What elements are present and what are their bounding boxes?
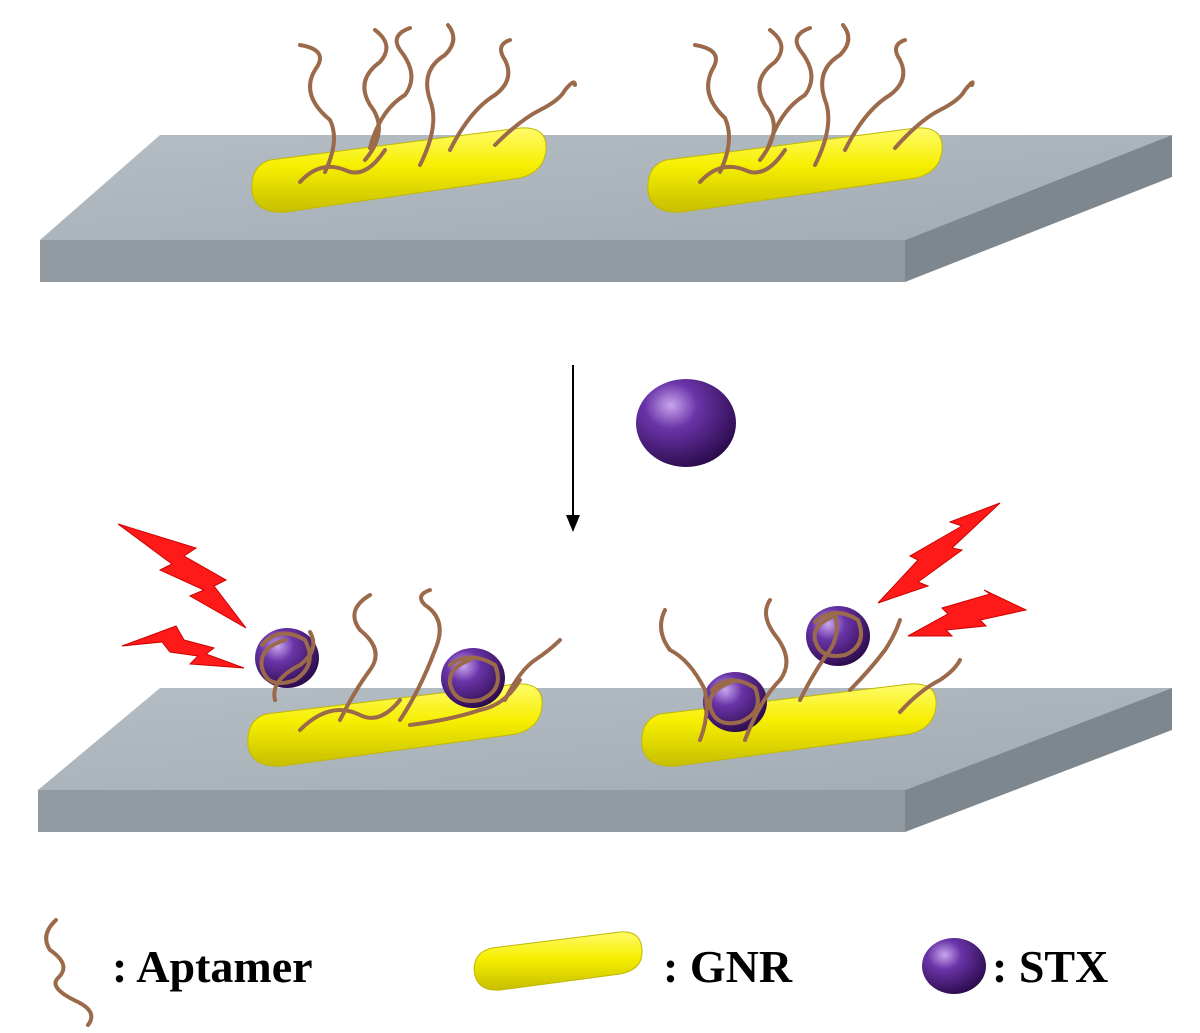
aptamer-strand (272, 630, 316, 702)
gnr-bottom-right (641, 683, 937, 767)
aptamer-strand (707, 678, 760, 726)
aptamer-strand (338, 593, 378, 722)
aptamer-strand (259, 631, 312, 685)
aptamer-strand (659, 608, 709, 742)
stx-molecule-free (636, 379, 736, 467)
reaction-arrow (566, 365, 580, 532)
stx-icon (922, 938, 986, 994)
aptamer-strand (493, 80, 577, 147)
aptamer-strand (812, 611, 863, 658)
legend: : Aptamer : GNR : STX (44, 918, 1108, 1027)
substrate-bottom (38, 688, 1172, 832)
gnr-top-right (647, 127, 943, 213)
aptamer-icon (44, 918, 94, 1027)
aptamer-strand (813, 23, 851, 167)
lightning-bolt-icon (907, 589, 1028, 637)
aptamer-strand (448, 38, 512, 152)
substrate-top-front (40, 240, 905, 282)
signal-bolts (117, 502, 1028, 669)
legend-stx: : STX (922, 938, 1108, 994)
substrate-top-side (905, 135, 1172, 282)
aptamer-strand (848, 618, 902, 692)
aptamers-top-right (693, 23, 975, 184)
aptamer-strand (362, 28, 389, 162)
aptamer-strand (893, 80, 975, 150)
substrate-top (40, 135, 1172, 282)
legend-aptamer-label: : Aptamer (112, 941, 313, 992)
gnr-icon (473, 931, 643, 991)
lightning-bolt-icon (121, 625, 245, 669)
aptamer-strand (298, 698, 402, 732)
legend-gnr-label: : GNR (663, 941, 793, 992)
substrate-bottom-front (38, 790, 905, 832)
legend-gnr: : GNR (473, 931, 793, 992)
aptamers-bottom (259, 588, 962, 742)
gnr-top-left (251, 127, 547, 213)
aptamers-top-left (298, 23, 577, 184)
aptamer-strand (698, 148, 787, 184)
aptamer-strand (843, 38, 907, 152)
lightning-bolt-icon (117, 523, 247, 629)
aptamer-strand (503, 638, 562, 702)
aptamer-strand (798, 613, 839, 702)
lightning-bolt-icon (877, 502, 1001, 604)
aptamer-strand (693, 43, 731, 174)
aptamer-strand (766, 26, 814, 150)
legend-aptamer: : Aptamer (44, 918, 313, 1027)
aptamer-strand (447, 655, 500, 703)
aptamer-strand (368, 26, 414, 150)
aptamer-strand (418, 23, 456, 167)
substrate-bottom-side (905, 688, 1172, 832)
aptamer-strand (298, 148, 387, 184)
aptamer-strand (398, 588, 442, 722)
aptamer-strand (898, 658, 962, 714)
legend-stx-label: : STX (992, 941, 1108, 992)
aptamer-strand (743, 598, 789, 742)
aptamer-strand (298, 43, 336, 174)
